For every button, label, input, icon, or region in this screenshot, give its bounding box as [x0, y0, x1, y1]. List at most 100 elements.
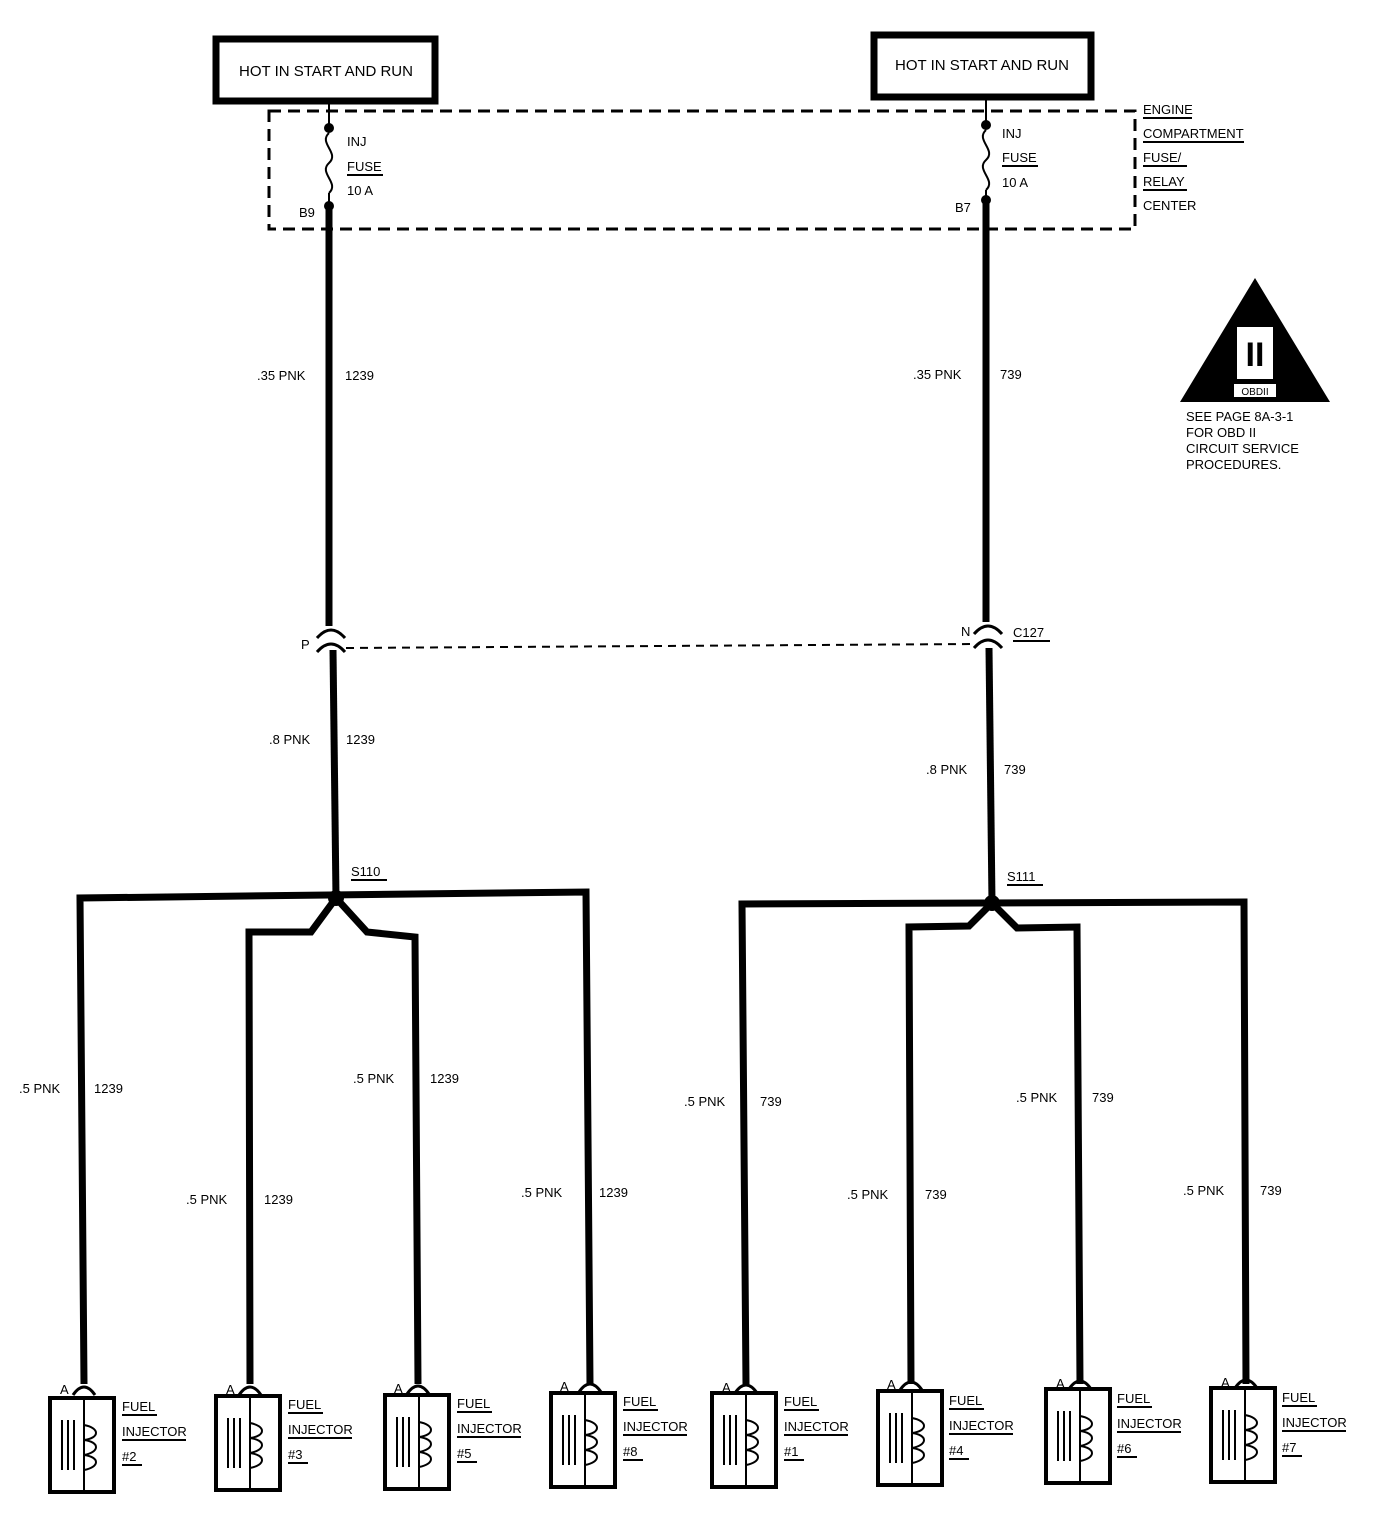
fuse-rating: 10 A: [1002, 175, 1028, 190]
injector-pin: A: [1056, 1376, 1065, 1391]
injector-label: INJECTOR: [457, 1421, 522, 1436]
branch-gauge: .5 PNK: [1183, 1183, 1225, 1198]
injector-icon: [383, 1393, 451, 1491]
branch-circuit: 739: [1092, 1090, 1114, 1105]
injector-icon: [1209, 1386, 1277, 1484]
wire-circuit: 739: [1004, 762, 1026, 777]
branch-circuit: 739: [760, 1094, 782, 1109]
branch-wire: [989, 900, 1084, 1385]
branch-wire: [245, 895, 339, 1385]
branch-wire: [905, 900, 995, 1385]
wire-right-mid: [985, 647, 996, 904]
injector-number: #5: [457, 1446, 471, 1461]
wire-gauge: .8 PNK: [269, 732, 311, 747]
fuse-name: FUSE: [1002, 150, 1037, 165]
wire-labels-upper: .35 PNK 1239 .35 PNK 739 .8 PNK 1239 .8 …: [257, 367, 1026, 777]
fuse-center-line: COMPARTMENT: [1143, 126, 1244, 141]
injector-pin: A: [226, 1382, 235, 1397]
branch-gauge: .5 PNK: [1016, 1090, 1058, 1105]
injector-label: FUEL: [457, 1396, 490, 1411]
injector-1: A FUEL INJECTOR #1: [710, 1380, 849, 1489]
injector-label: FUEL: [122, 1399, 155, 1414]
coil-icon: [584, 1419, 598, 1466]
fuse-center-line: CENTER: [1143, 198, 1196, 213]
coil-icon: [418, 1421, 432, 1468]
wire-circuit: 1239: [346, 732, 375, 747]
wire-gauge: .35 PNK: [913, 367, 962, 382]
branch-circuit: 1239: [599, 1185, 628, 1200]
coil-icon: [83, 1424, 97, 1471]
injector-label: FUEL: [1117, 1391, 1150, 1406]
fuse-relay-center: ENGINE COMPARTMENT FUSE/ RELAY CENTER: [267, 102, 1244, 231]
injector-pin: A: [887, 1377, 896, 1392]
wire-gauge: .35 PNK: [257, 368, 306, 383]
injector-label: FUEL: [623, 1394, 656, 1409]
fuse-icon: [324, 132, 334, 194]
injector-number: #4: [949, 1443, 963, 1458]
injector-number: #8: [623, 1444, 637, 1459]
fuse-right: INJ FUSE 10 A B7: [955, 97, 1038, 215]
branch-wire-outer: [738, 898, 1250, 1385]
branch-circuit: 739: [925, 1187, 947, 1202]
obd-note-line: SEE PAGE 8A-3-1: [1186, 409, 1293, 424]
injector-label: INJECTOR: [784, 1419, 849, 1434]
injector-label: INJECTOR: [1117, 1416, 1182, 1431]
connector-c127: P N C127: [301, 624, 1050, 654]
splice-name: S110: [351, 864, 380, 879]
injector-3: A FUEL INJECTOR #3: [214, 1382, 353, 1492]
injector-label: INJECTOR: [288, 1422, 353, 1437]
fuse-center-line: ENGINE: [1143, 102, 1193, 117]
injector-icon: [876, 1389, 944, 1487]
fuse-icon: [981, 129, 991, 191]
injector-number: #3: [288, 1447, 302, 1462]
injector-pin: A: [722, 1380, 731, 1395]
power-label: HOT IN START AND RUN: [895, 57, 1069, 74]
injector-number: #2: [122, 1449, 136, 1464]
connector-pin: P: [301, 637, 310, 652]
injector-icon: [1044, 1387, 1112, 1485]
main-wires: [325, 200, 996, 904]
branch-wire: [333, 895, 422, 1385]
branch-labels: .5 PNK 1239 .5 PNK 1239 .5 PNK 1239 .5 P…: [19, 1071, 1282, 1207]
fuse-center-line: RELAY: [1143, 174, 1185, 189]
injector-number: #6: [1117, 1441, 1131, 1456]
coil-icon: [911, 1417, 925, 1464]
obd-badge-bottom: OBDII: [1241, 387, 1268, 398]
injector-icon: [549, 1391, 617, 1489]
injector-label: INJECTOR: [122, 1424, 187, 1439]
wire-circuit: 739: [1000, 367, 1022, 382]
injector-label: FUEL: [288, 1397, 321, 1412]
branch-gauge: .5 PNK: [19, 1081, 61, 1096]
injector-icon: [214, 1394, 282, 1492]
injector-4: A FUEL INJECTOR #4: [876, 1377, 1014, 1487]
injector-pin: A: [394, 1381, 403, 1396]
connector-pin: N: [961, 624, 970, 639]
branch-gauge: .5 PNK: [684, 1094, 726, 1109]
injector-label: INJECTOR: [1282, 1415, 1347, 1430]
injector-number: #1: [784, 1444, 798, 1459]
wire-gauge: .8 PNK: [926, 762, 968, 777]
fuse-rating: 10 A: [347, 183, 373, 198]
fuse-name: FUSE: [347, 159, 382, 174]
coil-icon: [249, 1422, 263, 1469]
injector-5: A FUEL INJECTOR #5: [383, 1381, 522, 1491]
coil-icon: [1079, 1415, 1093, 1462]
branch-circuit: 739: [1260, 1183, 1282, 1198]
injector-pin: A: [560, 1379, 569, 1394]
coil-icon: [1244, 1414, 1258, 1461]
power-label: HOT IN START AND RUN: [239, 63, 413, 80]
injector-label: FUEL: [1282, 1390, 1315, 1405]
fuse-name: INJ: [1002, 126, 1022, 141]
power-source-right: HOT IN START AND RUN: [870, 31, 1095, 101]
fuse-left: INJ FUSE 10 A B9: [299, 101, 383, 220]
injector-pin: A: [1221, 1375, 1230, 1390]
obd-badge-top: II: [1246, 336, 1265, 374]
splice-dot: [328, 890, 344, 906]
branch-gauge: .5 PNK: [353, 1071, 395, 1086]
injector-7: A FUEL INJECTOR #7: [1209, 1375, 1347, 1484]
obd-note-line: CIRCUIT SERVICE: [1186, 441, 1299, 456]
fuse-pin: B9: [299, 205, 315, 220]
branch-gauge: .5 PNK: [847, 1187, 889, 1202]
obd-note-line: FOR OBD II: [1186, 425, 1256, 440]
